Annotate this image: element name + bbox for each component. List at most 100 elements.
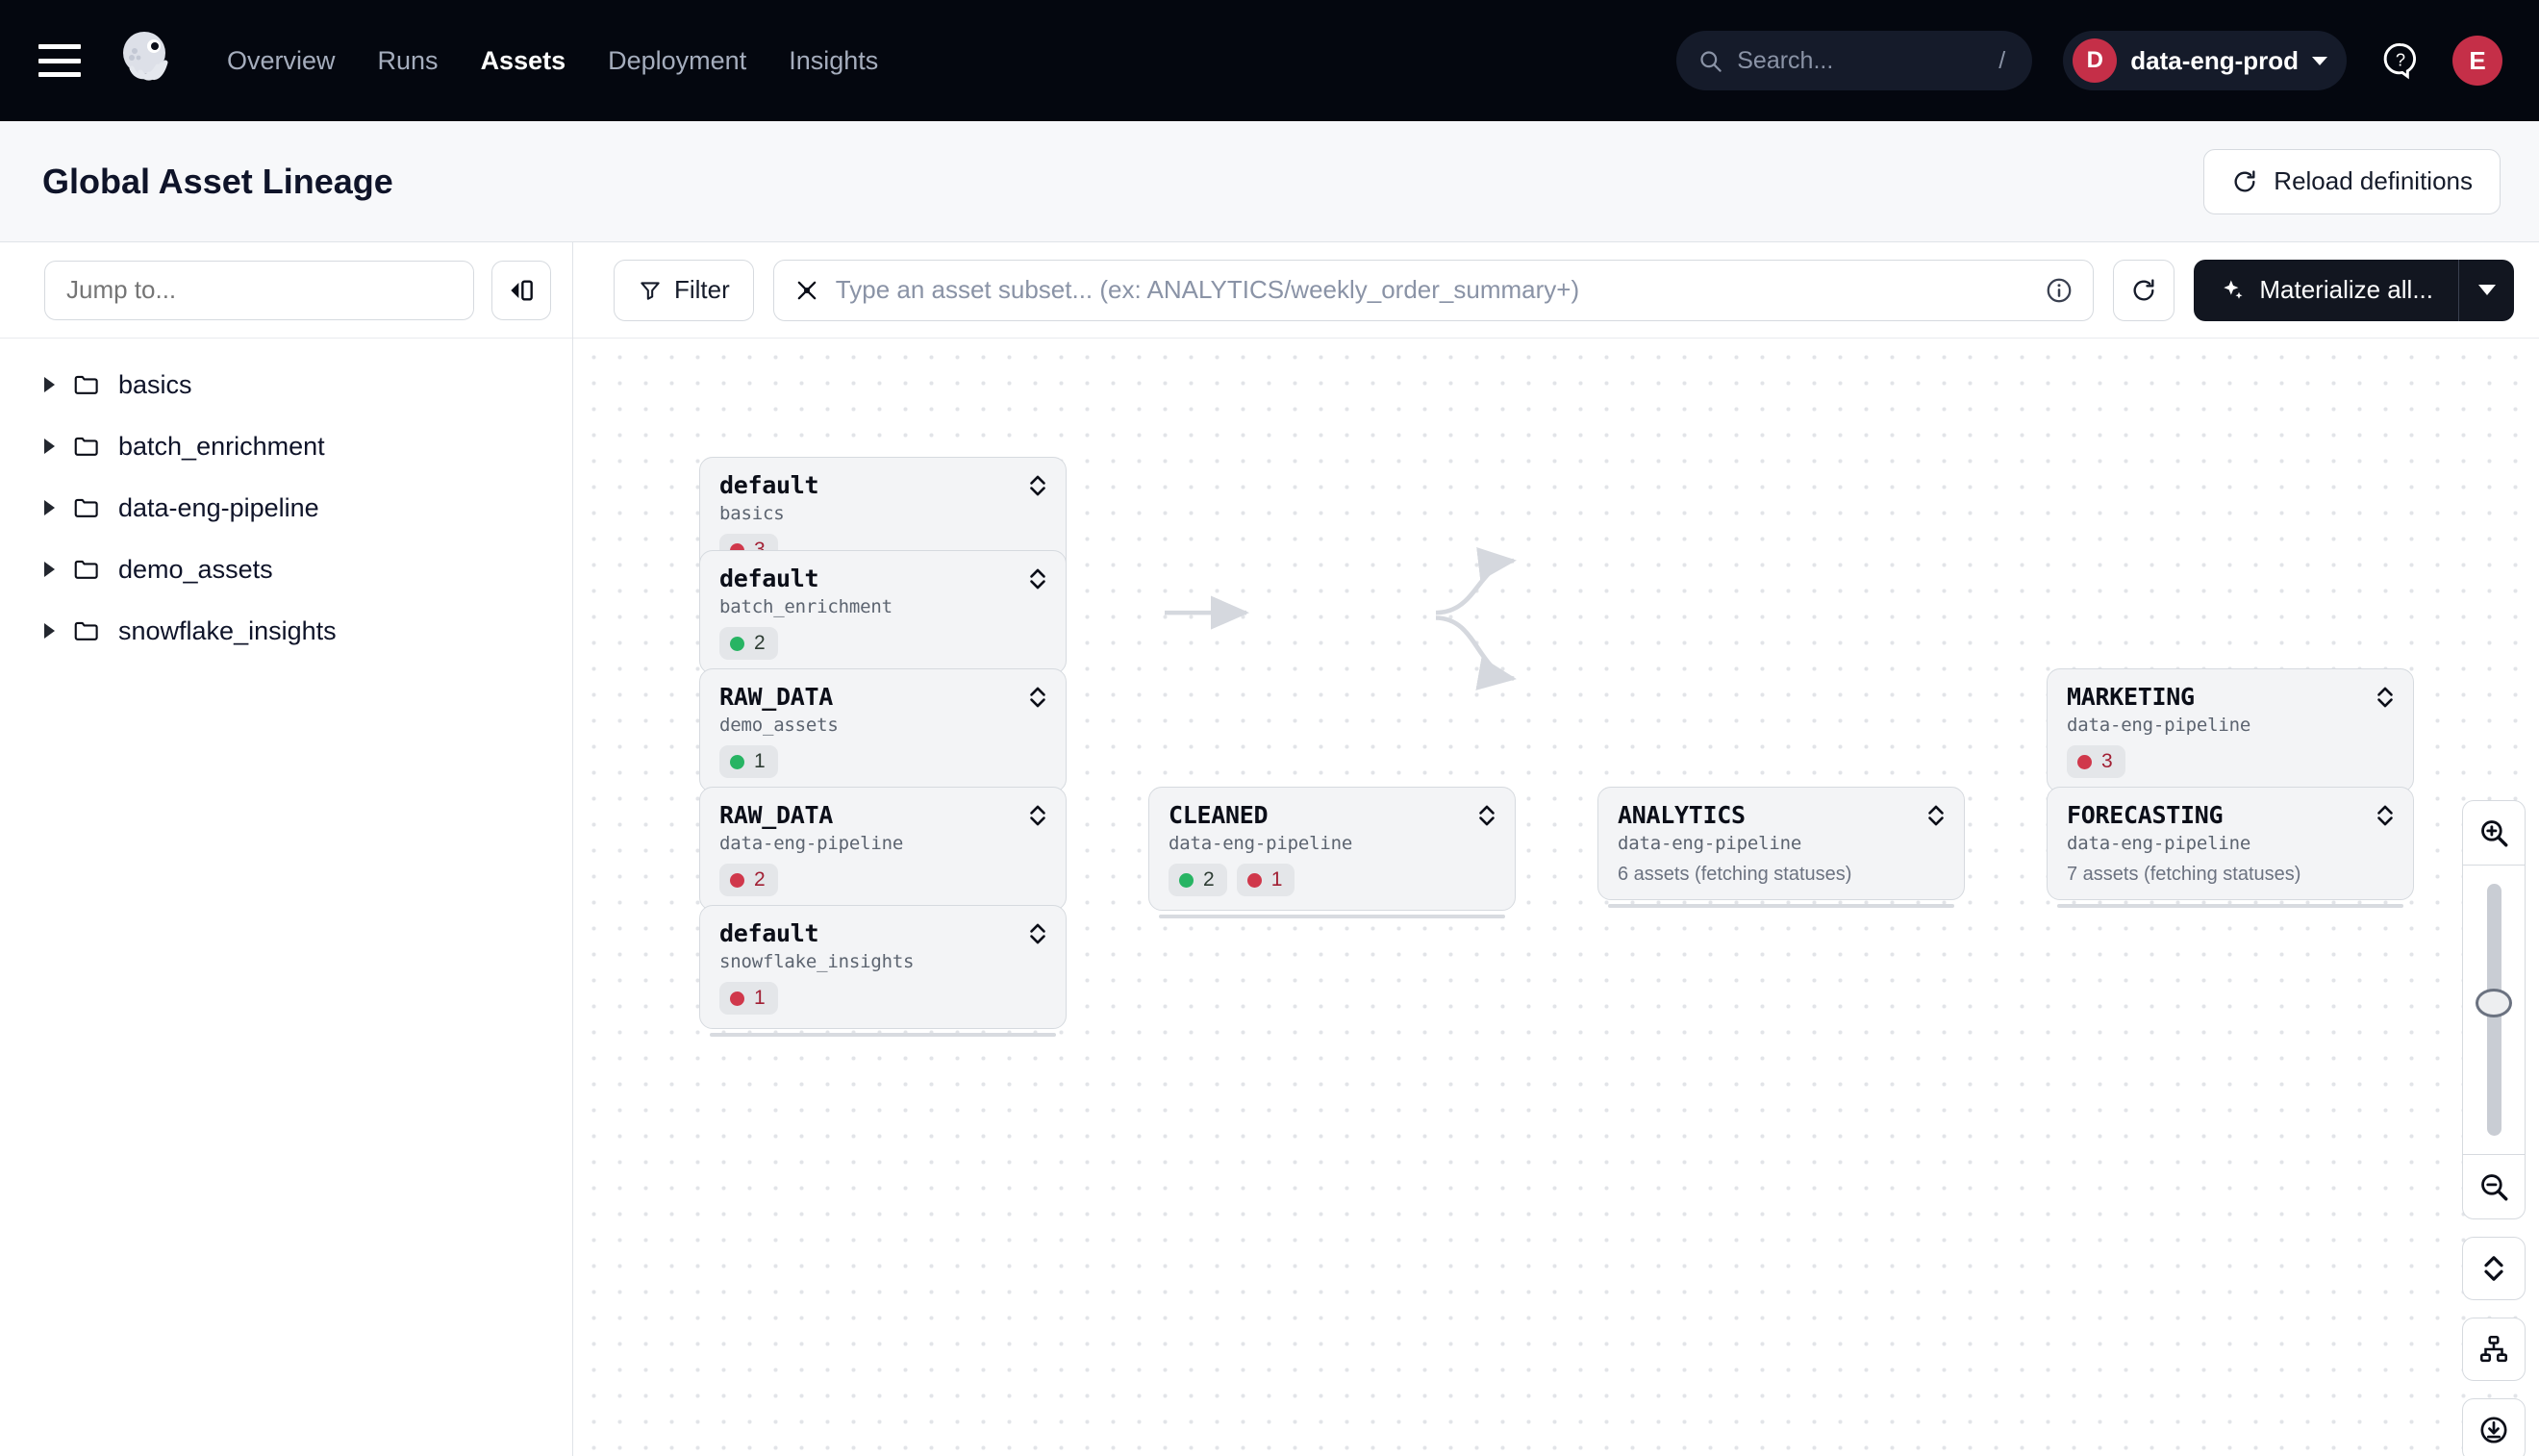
chevron-right-icon[interactable]: [44, 439, 55, 454]
node-repository: basics: [719, 503, 785, 524]
materialize-all-button[interactable]: Materialize all...: [2194, 259, 2458, 321]
nav-link-overview[interactable]: Overview: [227, 45, 336, 75]
nav-link-insights[interactable]: Insights: [789, 45, 879, 75]
deployment-switcher[interactable]: D data-eng-prod: [2063, 31, 2347, 90]
sidebar-item-basics[interactable]: basics: [0, 354, 572, 415]
page-header: Global Asset Lineage Reload definitions: [0, 121, 2539, 242]
expand-collapse-icon: [2484, 1256, 2503, 1281]
node-title: ANALYTICS: [1618, 801, 1746, 829]
expand-collapse-icon[interactable]: [1027, 803, 1048, 828]
chevron-right-icon[interactable]: [44, 562, 55, 577]
node-title: FORECASTING: [2067, 801, 2224, 829]
sidebar-item-batch-enrichment[interactable]: batch_enrichment: [0, 415, 572, 477]
expand-collapse-icon[interactable]: [1027, 566, 1048, 591]
lineage-canvas[interactable]: default basics 3: [573, 339, 2539, 1456]
hamburger-menu-icon[interactable]: [38, 44, 81, 77]
status-badge-failed[interactable]: 2: [719, 864, 778, 896]
status-badge-failed[interactable]: 1: [719, 982, 778, 1015]
help-circle-icon[interactable]: ?: [2379, 39, 2422, 82]
download-icon: [2480, 1417, 2507, 1443]
asset-group-node-snowflake-insights-default[interactable]: default snowflake_insights 1: [699, 905, 1067, 1037]
node-repository: data-eng-pipeline: [1618, 833, 1802, 854]
chevron-right-icon[interactable]: [44, 377, 55, 392]
expand-collapse-all-button[interactable]: [2462, 1237, 2526, 1300]
status-dot-success-icon: [730, 754, 744, 769]
asset-group-node-analytics[interactable]: ANALYTICS data-eng-pipeline 6 assets (fe…: [1597, 787, 1965, 908]
sidebar-item-data-eng-pipeline[interactable]: data-eng-pipeline: [0, 477, 572, 539]
graph-toolbar: Filter Type an asset subset... (ex: ANAL…: [573, 242, 2539, 339]
folder-icon: [74, 375, 98, 394]
funnel-icon: [641, 281, 660, 300]
node-status-text: 6 assets (fetching statuses): [1618, 864, 1852, 885]
user-avatar[interactable]: E: [2452, 36, 2502, 86]
status-badge-success[interactable]: 2: [719, 627, 778, 660]
asset-group-tree: basics batch_enrichment data-eng-pipelin…: [0, 339, 572, 662]
filter-label: Filter: [674, 275, 730, 304]
chevron-down-icon: [2312, 56, 2327, 65]
collapse-sidebar-button[interactable]: [491, 260, 551, 320]
refresh-icon: [2234, 169, 2255, 191]
asset-group-node-demo-assets-raw-data[interactable]: RAW_DATA demo_assets 1: [699, 668, 1067, 800]
status-dot-success-icon: [1179, 872, 1194, 888]
jump-to-input[interactable]: [44, 260, 474, 320]
search-icon: [1700, 50, 1722, 72]
node-title: RAW_DATA: [719, 801, 834, 829]
status-badge-failed[interactable]: 1: [1236, 864, 1295, 896]
materialize-dropdown-button[interactable]: [2458, 259, 2514, 321]
dagster-logo[interactable]: [110, 26, 179, 95]
status-count: 1: [754, 750, 766, 772]
expand-collapse-icon[interactable]: [1027, 921, 1048, 946]
lineage-graph-panel: Filter Type an asset subset... (ex: ANAL…: [573, 242, 2539, 1456]
status-badge-success[interactable]: 1: [719, 745, 778, 778]
status-badge-success[interactable]: 2: [1169, 864, 1227, 896]
asset-group-node-cleaned[interactable]: CLEANED data-eng-pipeline 2: [1148, 787, 1516, 918]
nav-link-assets[interactable]: Assets: [480, 45, 566, 75]
node-repository: data-eng-pipeline: [2067, 715, 2251, 736]
zoom-in-button[interactable]: [2462, 801, 2526, 865]
asset-group-sidebar: basics batch_enrichment data-eng-pipelin…: [0, 242, 573, 1456]
status-count: 1: [754, 987, 766, 1009]
node-status-text: 7 assets (fetching statuses): [2067, 864, 2301, 885]
asset-group-node-forecasting[interactable]: FORECASTING data-eng-pipeline 7 assets (…: [2047, 787, 2414, 908]
expand-collapse-icon[interactable]: [1476, 803, 1497, 828]
expand-collapse-icon[interactable]: [1027, 685, 1048, 710]
edge-analytics-to-forecasting: [1435, 615, 1517, 690]
asset-group-node-data-eng-pipeline-raw-data[interactable]: RAW_DATA data-eng-pipeline 2: [699, 787, 1067, 918]
expand-collapse-icon[interactable]: [2375, 685, 2396, 710]
zoom-out-button[interactable]: [2462, 1155, 2526, 1218]
expand-collapse-icon[interactable]: [2375, 803, 2396, 828]
zoom-in-icon: [2481, 820, 2508, 847]
filter-button[interactable]: Filter: [614, 259, 754, 321]
folder-icon: [74, 560, 98, 579]
global-search-input[interactable]: Search... /: [1676, 31, 2033, 90]
node-title: RAW_DATA: [719, 683, 834, 711]
expand-collapse-icon[interactable]: [1027, 473, 1048, 498]
nav-link-runs[interactable]: Runs: [377, 45, 439, 75]
expand-collapse-icon[interactable]: [1925, 803, 1947, 828]
download-graph-button[interactable]: [2462, 1398, 2526, 1456]
info-circle-icon[interactable]: [2045, 276, 2074, 305]
asset-group-node-batch-enrichment-default[interactable]: default batch_enrichment 2: [699, 550, 1067, 682]
status-count: 2: [754, 868, 766, 891]
layout-direction-button[interactable]: [2462, 1318, 2526, 1381]
sidebar-item-demo-assets[interactable]: demo_assets: [0, 539, 572, 600]
sidebar-item-snowflake-insights[interactable]: snowflake_insights: [0, 600, 572, 662]
status-badge-failed[interactable]: 3: [2067, 745, 2125, 778]
reload-definitions-button[interactable]: Reload definitions: [2203, 148, 2501, 214]
asset-subset-input[interactable]: Type an asset subset... (ex: ANALYTICS/w…: [772, 259, 2095, 321]
node-header: RAW_DATA: [719, 683, 1048, 711]
folder-icon: [74, 437, 98, 456]
chevron-right-icon[interactable]: [44, 500, 55, 515]
sparkle-icon: [2224, 280, 2243, 299]
zoom-slider-thumb[interactable]: [2476, 989, 2512, 1017]
graph-zoom-controls: [2462, 800, 2526, 1456]
asset-group-node-marketing[interactable]: MARKETING data-eng-pipeline 3: [2047, 668, 2414, 800]
chevron-right-icon[interactable]: [44, 623, 55, 639]
primary-nav-links: Overview Runs Assets Deployment Insights: [227, 46, 878, 76]
body-row: basics batch_enrichment data-eng-pipelin…: [0, 242, 2539, 1456]
nav-link-deployment[interactable]: Deployment: [608, 45, 747, 75]
refresh-graph-button[interactable]: [2113, 259, 2175, 321]
zoom-slider[interactable]: [2476, 866, 2512, 1154]
node-status-badges: 2 1: [1169, 864, 1497, 896]
